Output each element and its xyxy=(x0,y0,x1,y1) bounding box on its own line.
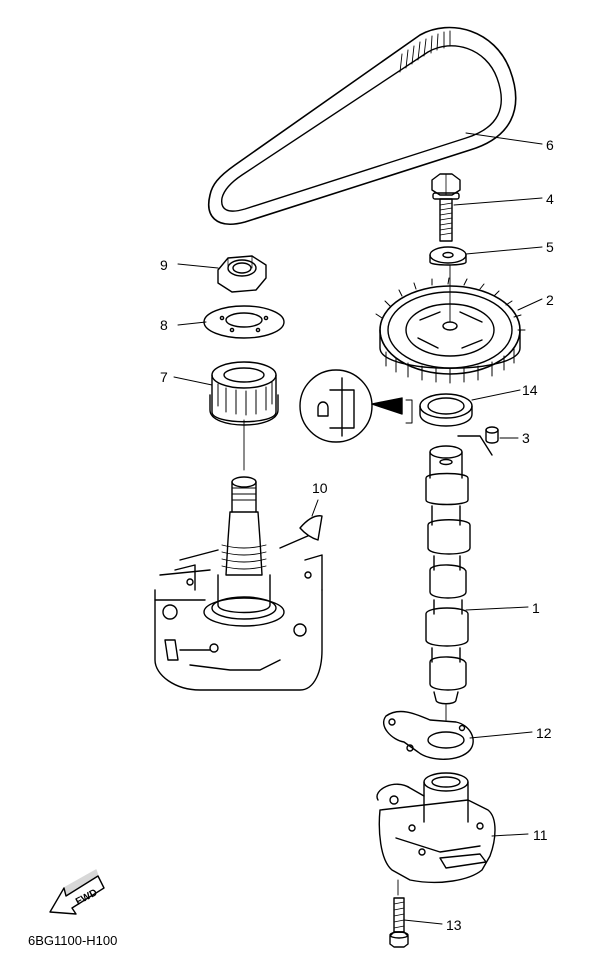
callout-9: 9 xyxy=(160,257,168,273)
drive-pulley xyxy=(209,361,279,471)
callout-11: 11 xyxy=(533,827,548,843)
seal-detail-bubble xyxy=(299,369,413,443)
callout-8: 8 xyxy=(160,317,168,333)
oil-pump-housing xyxy=(376,772,496,896)
callout-6: 6 xyxy=(546,137,554,153)
callout-12: 12 xyxy=(536,725,552,741)
crankshaft-and-block xyxy=(154,476,323,691)
timing-belt xyxy=(208,26,517,225)
callout-7: 7 xyxy=(160,369,168,385)
camshaft-pulley xyxy=(375,264,526,384)
callout-4: 4 xyxy=(546,191,554,207)
dowel-pin xyxy=(457,426,499,456)
plate xyxy=(203,305,285,339)
leader-lines xyxy=(173,132,543,925)
callout-14: 14 xyxy=(522,382,538,398)
washer xyxy=(429,246,467,266)
screw xyxy=(389,897,409,948)
callout-3: 3 xyxy=(522,430,530,446)
callout-13: 13 xyxy=(446,917,462,933)
fwd-arrow-icon xyxy=(49,869,105,915)
bolt xyxy=(431,173,461,242)
diagram-code: 6BG1100-H100 xyxy=(28,933,118,948)
callout-10: 10 xyxy=(312,480,328,496)
nut xyxy=(217,255,267,293)
callout-5: 5 xyxy=(546,239,554,255)
oil-seal xyxy=(419,393,473,427)
callout-2: 2 xyxy=(546,292,554,308)
gasket xyxy=(383,710,474,760)
woodruff-key xyxy=(299,515,323,541)
camshaft xyxy=(425,445,471,721)
callout-1: 1 xyxy=(532,600,540,616)
